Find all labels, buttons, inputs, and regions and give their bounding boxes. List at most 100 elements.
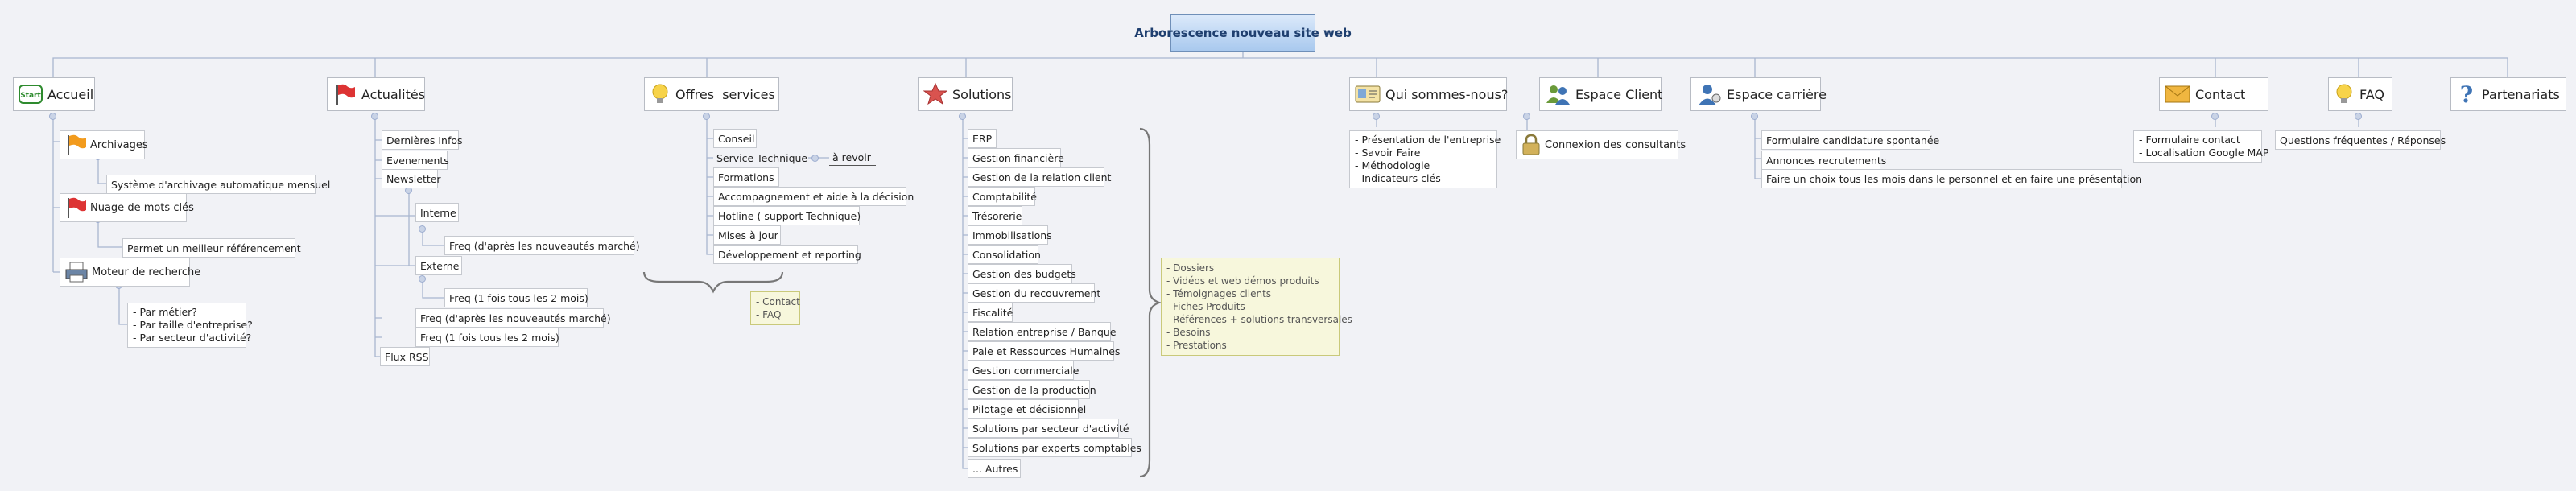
collapse-toggle[interactable]	[371, 113, 378, 120]
carriere-item[interactable]: Formulaire candidature spontanée	[1761, 130, 1939, 150]
newsletter-node[interactable]: Newsletter	[382, 169, 441, 188]
note-item: - Vidéos et web démos produits	[1166, 275, 1319, 287]
connexion-consultants-node[interactable]: Connexion des consultants	[1516, 130, 1686, 159]
topic-espace-client[interactable]: Espace Client	[1539, 77, 1662, 111]
carriere-item[interactable]: Annonces recrutements	[1761, 151, 1886, 170]
node-label: Faire un choix tous les mois dans le per…	[1766, 172, 2143, 185]
offre-item[interactable]: Formations	[713, 167, 779, 187]
node-label: Gestion des budgets	[972, 267, 1076, 280]
offre-item[interactable]: Mises à jour	[713, 225, 781, 245]
freq-marche-node[interactable]: Freq (d'après les nouveautés marché)	[415, 308, 611, 328]
interne-freq-node[interactable]: Freq (d'après les nouveautés marché)	[444, 236, 640, 255]
note-item: - Prestations	[1166, 340, 1227, 351]
topic-label: Qui sommes-nous?	[1385, 86, 1509, 102]
solution-item[interactable]: Consolidation	[968, 245, 1041, 264]
solution-item[interactable]: Pilotage et décisionnel	[968, 399, 1086, 419]
freq-mois-node[interactable]: Freq (1 fois tous les 2 mois)	[415, 328, 559, 347]
topic-actualites[interactable]: Actualités	[327, 77, 425, 111]
solution-item[interactable]: ... Autres	[968, 459, 1021, 478]
solution-item[interactable]: Trésorerie	[968, 206, 1022, 225]
node-label: Freq (1 fois tous les 2 mois)	[420, 331, 559, 344]
topic-espace-carriere[interactable]: Espace carrière	[1690, 77, 1827, 111]
collapse-toggle[interactable]	[1751, 113, 1758, 120]
node-label: Développement et reporting	[718, 248, 861, 261]
dernieres-infos-node[interactable]: Dernières Infos	[382, 130, 463, 150]
interne-node[interactable]: Interne	[415, 203, 459, 222]
offre-item[interactable]: Développement et reporting	[713, 245, 861, 264]
offres-summary-note[interactable]: - Contact - FAQ	[750, 291, 800, 325]
envelope-icon	[2165, 84, 2190, 105]
collapse-toggle[interactable]	[2211, 113, 2219, 120]
collapse-toggle[interactable]	[419, 225, 426, 233]
carriere-item[interactable]: Faire un choix tous les mois dans le per…	[1761, 169, 2142, 188]
collapse-toggle[interactable]	[1523, 113, 1530, 120]
moteur-detail[interactable]: - Par métier? - Par taille d'entreprise?…	[127, 303, 253, 348]
faq-item[interactable]: Questions fréquentes / Réponses	[2275, 130, 2446, 150]
node-label: Gestion de la production	[972, 383, 1096, 396]
topic-solutions[interactable]: Solutions	[918, 77, 1013, 111]
evenements-node[interactable]: Evenements	[382, 151, 449, 170]
node-label: Fiscalité	[972, 306, 1013, 319]
nuage-detail[interactable]: Permet un meilleur référencement	[122, 238, 301, 258]
flux-rss-node[interactable]: Flux RSS	[380, 347, 430, 366]
offre-item[interactable]: Hotline ( support Technique)	[713, 206, 861, 225]
node-label: Gestion financière	[972, 151, 1064, 164]
topic-accueil[interactable]: Start Accueil	[13, 77, 95, 111]
collapse-toggle[interactable]	[419, 275, 426, 283]
offre-item[interactable]: Conseil	[713, 129, 757, 148]
archivages-node[interactable]: Archivages	[60, 130, 148, 159]
lightbulb-icon	[2334, 82, 2355, 106]
solution-item[interactable]: Comptabilité	[968, 187, 1037, 206]
root-topic[interactable]: Arborescence nouveau site web	[1134, 14, 1352, 52]
solutions-summary-note[interactable]: - Dossiers - Vidéos et web démos produit…	[1161, 258, 1352, 356]
node-label: Nuage de mots clés	[90, 201, 194, 214]
solution-item[interactable]: Paie et Ressources Humaines	[968, 341, 1120, 361]
externe-freq-node[interactable]: Freq (1 fois tous les 2 mois)	[444, 288, 588, 307]
solution-item[interactable]: Immobilisations	[968, 225, 1052, 245]
note-item: - Dossiers	[1166, 262, 1215, 274]
topic-offres[interactable]: Offres services	[644, 77, 779, 111]
node-label: Freq (d'après les nouveautés marché)	[449, 239, 640, 252]
solution-item[interactable]: ERP	[968, 129, 997, 148]
moteur-node[interactable]: Moteur de recherche	[60, 258, 200, 287]
contact-details[interactable]: - Formulaire contact - Localisation Goog…	[2133, 130, 2268, 163]
solution-item[interactable]: Solutions par experts comptables	[968, 438, 1141, 457]
a-revoir-label[interactable]: à revoir	[829, 150, 876, 166]
start-icon: Start	[19, 84, 43, 105]
solution-item[interactable]: Gestion financière	[968, 148, 1064, 167]
externe-node[interactable]: Externe	[415, 256, 462, 275]
solution-item[interactable]: Gestion de la relation client	[968, 167, 1111, 187]
solution-item[interactable]: Gestion de la production	[968, 380, 1096, 399]
archivages-detail[interactable]: Système d'archivage automatique mensuel	[106, 175, 330, 194]
topic-contact[interactable]: Contact	[2159, 77, 2268, 111]
nuage-node[interactable]: Nuage de mots clés	[60, 193, 194, 222]
topic-qui-sommes-nous[interactable]: Qui sommes-nous?	[1349, 77, 1509, 111]
qui-details[interactable]: - Présentation de l'entreprise - Savoir …	[1349, 130, 1501, 188]
node-label: Solutions par experts comptables	[972, 441, 1141, 454]
solution-item[interactable]: Gestion commerciale	[968, 361, 1079, 380]
collapse-toggle[interactable]	[2355, 113, 2362, 120]
topic-faq[interactable]: FAQ	[2328, 77, 2392, 111]
node-label: Archivages	[90, 138, 148, 151]
collapse-toggle[interactable]	[703, 113, 710, 120]
node-label: Freq (1 fois tous les 2 mois)	[449, 291, 588, 304]
collapse-toggle[interactable]	[959, 113, 966, 120]
node-label: ERP	[972, 132, 993, 145]
solution-item[interactable]: Gestion des budgets	[968, 264, 1076, 283]
offre-item[interactable]: Accompagnement et aide à la décision	[713, 187, 914, 206]
topic-partenariats[interactable]: ? Partenariats	[2450, 77, 2566, 111]
collapse-toggle[interactable]	[49, 113, 56, 120]
node-label: Connexion des consultants	[1545, 138, 1686, 151]
question-mark-icon: ?	[2456, 82, 2477, 106]
solution-item[interactable]: Relation entreprise / Banque	[968, 322, 1117, 341]
collapse-toggle[interactable]	[1373, 113, 1380, 120]
star-icon	[923, 82, 947, 106]
node-label: Mises à jour	[718, 229, 778, 241]
solution-item[interactable]: Solutions par secteur d'activité	[968, 419, 1129, 438]
note-item: - Références + solutions transversales	[1166, 314, 1352, 325]
solution-item[interactable]: Fiscalité	[968, 303, 1013, 322]
note-item: - Besoins	[1166, 327, 1211, 338]
offre-item[interactable]: Service Technique	[713, 148, 810, 167]
red-flag-icon	[332, 82, 357, 106]
solution-item[interactable]: Gestion du recouvrement	[968, 283, 1100, 303]
